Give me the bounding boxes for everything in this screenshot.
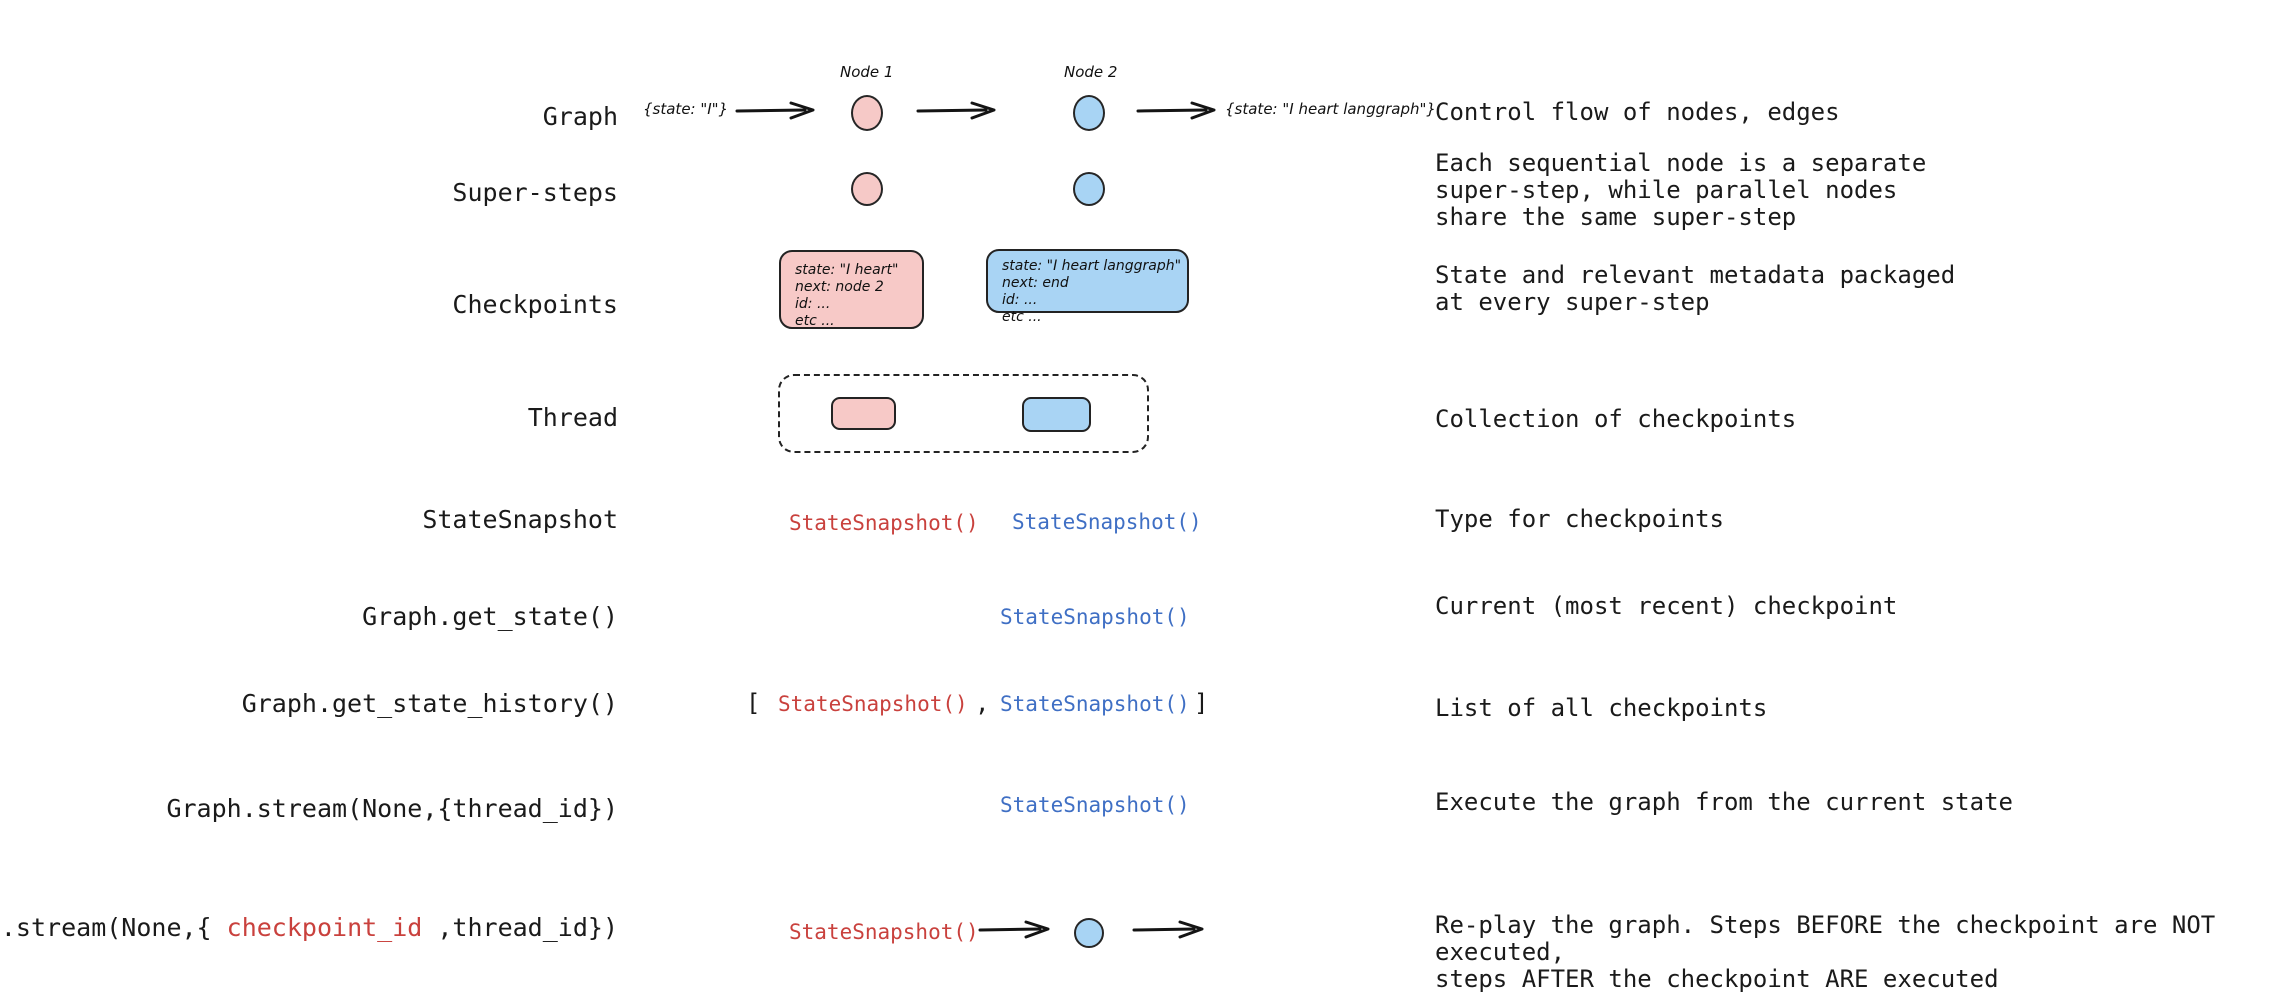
history-snapshot-blue: StateSnapshot() bbox=[1000, 692, 1190, 716]
row-label-thread: Thread bbox=[527, 403, 618, 432]
superstep-node-2 bbox=[1073, 172, 1105, 206]
stream-checkpoint-label-part1: Graph.stream(None,{ bbox=[0, 913, 212, 942]
get-state-snapshot: StateSnapshot() bbox=[1000, 605, 1190, 629]
row-label-stream-checkpoint: Graph.stream(None,{ checkpoint_id ,threa… bbox=[0, 913, 618, 942]
checkpoint-red-id: id: ... bbox=[795, 296, 831, 312]
checkpoint-box-blue: state: "I heart langgraph" next: end id:… bbox=[986, 249, 1189, 325]
checkpoint-box-red: state: "I heart" next: node 2 id: ... et… bbox=[779, 250, 924, 329]
replay-arrow-1 bbox=[978, 919, 1058, 939]
row-desc-graph: Control flow of nodes, edges bbox=[1435, 98, 1840, 126]
replay-node-blue bbox=[1074, 918, 1104, 948]
row-label-stream-thread: Graph.stream(None,{thread_id}) bbox=[166, 794, 618, 823]
row-desc-thread: Collection of checkpoints bbox=[1435, 405, 1797, 433]
edge-arrow-3 bbox=[1136, 100, 1226, 120]
row-label-statesnapshot: StateSnapshot bbox=[422, 505, 618, 534]
history-comma: , bbox=[975, 689, 990, 717]
snapshot-red-type: StateSnapshot() bbox=[789, 511, 979, 535]
graph-node-1 bbox=[851, 95, 883, 131]
row-desc-statesnapshot: Type for checkpoints bbox=[1435, 505, 1724, 533]
checkpoint-blue-id: id: ... bbox=[1002, 292, 1038, 308]
row-label-get-state-history: Graph.get_state_history() bbox=[241, 689, 618, 718]
replay-snapshot-red: StateSnapshot() bbox=[789, 920, 979, 944]
row-desc-super-steps: Each sequential node is a separate super… bbox=[1435, 149, 1927, 231]
thread-dashed-frame bbox=[778, 374, 1149, 453]
row-label-checkpoints: Checkpoints bbox=[452, 290, 618, 319]
row-desc-stream-thread: Execute the graph from the current state bbox=[1435, 788, 2013, 816]
checkpoint-blue-next: next: end bbox=[1002, 275, 1069, 291]
superstep-node-1 bbox=[851, 172, 883, 206]
row-desc-get-state-history: List of all checkpoints bbox=[1435, 694, 1768, 722]
row-desc-stream-checkpoint: Re-play the graph. Steps BEFORE the chec… bbox=[1435, 911, 2216, 993]
history-snapshot-red: StateSnapshot() bbox=[778, 692, 968, 716]
stream-checkpoint-label-part2: ,thread_id}) bbox=[422, 913, 618, 942]
thread-checkpoint-red bbox=[831, 397, 896, 430]
row-desc-checkpoints: State and relevant metadata packaged at … bbox=[1435, 261, 1956, 316]
checkpoint-blue-state: state: "I heart langgraph" bbox=[1002, 258, 1182, 274]
state-output-text: {state: "I heart langgraph"} bbox=[1225, 100, 1436, 118]
row-desc-get-state: Current (most recent) checkpoint bbox=[1435, 592, 1898, 620]
checkpoint-blue-etc: etc ... bbox=[1002, 309, 1042, 325]
replay-arrow-2 bbox=[1132, 919, 1212, 939]
graph-node-2 bbox=[1073, 95, 1105, 131]
node2-label: Node 2 bbox=[1064, 63, 1118, 81]
history-bracket-open: [ bbox=[746, 689, 761, 717]
history-bracket-close: ] bbox=[1194, 689, 1209, 717]
stream-thread-snapshot: StateSnapshot() bbox=[1000, 793, 1190, 817]
stream-checkpoint-highlight: checkpoint_id bbox=[226, 913, 423, 942]
row-label-get-state: Graph.get_state() bbox=[362, 602, 618, 631]
row-label-graph: Graph bbox=[542, 102, 618, 131]
state-input-text: {state: "I"} bbox=[643, 100, 729, 118]
thread-checkpoint-blue bbox=[1022, 397, 1091, 432]
edge-arrow-1 bbox=[735, 100, 825, 120]
row-label-super-steps: Super-steps bbox=[452, 178, 618, 207]
checkpoint-red-next: next: node 2 bbox=[795, 279, 884, 295]
node1-label: Node 1 bbox=[840, 63, 894, 81]
snapshot-blue-type: StateSnapshot() bbox=[1012, 510, 1202, 534]
checkpoint-red-etc: etc ... bbox=[795, 313, 835, 329]
checkpoint-red-state: state: "I heart" bbox=[795, 262, 899, 278]
edge-arrow-2 bbox=[916, 100, 1006, 120]
